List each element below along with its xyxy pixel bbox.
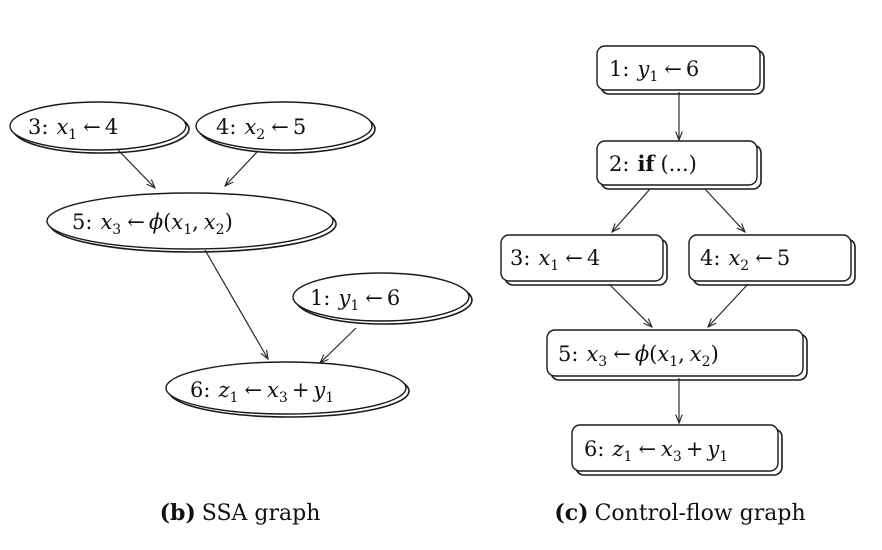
- ssa-node-5: 5:x3←ϕ(x1,x2): [46, 192, 337, 253]
- ssa-node-3: 3:x1←4: [9, 101, 190, 154]
- cfg-node-4-label: 4:x2←5: [700, 246, 790, 274]
- cfg-edge-2-to-3: [612, 188, 651, 232]
- ssa-edge-1-to-6: [320, 327, 357, 363]
- cfg-edge-4-to-5: [708, 283, 749, 327]
- ssa-node-4-label: 4:x2←5: [216, 115, 306, 143]
- ssa-edge-4-to-5: [225, 151, 258, 186]
- cfg-node-3-label: 3:x1←4: [510, 246, 600, 274]
- ssa-edge-5-to-6: [204, 249, 268, 359]
- ssa-node-1: 1:y1←6: [292, 272, 473, 325]
- cfg-node-3: 3:x1←4: [500, 234, 668, 286]
- ssa-node-6-label: 6:z1←x3+y1: [190, 378, 334, 406]
- cfg-node-2-label: 2:if(...): [609, 151, 697, 176]
- cfg-node-4: 4:x2←5: [688, 234, 856, 286]
- cfg-node-6-label: 6:z1←x3+y1: [584, 437, 728, 465]
- cfg-edge-3-to-5: [608, 283, 652, 327]
- ssa-node-6: 6:z1←x3+y1: [165, 361, 410, 418]
- ssa-node-1-label: 1:y1←6: [310, 286, 400, 314]
- cfg-node-6: 6:z1←x3+y1: [571, 424, 783, 476]
- cfg-node-1: 1:y1←6: [596, 45, 765, 95]
- ssa-graph-caption: (b)SSA graph: [160, 500, 321, 526]
- ssa-edge-3-to-5: [116, 148, 155, 188]
- cfg-node-2: 2:if(...): [596, 140, 762, 190]
- ssa-node-3-label: 3:x1←4: [28, 115, 118, 143]
- cfg-node-5: 5:x3←ϕ(x1,x2): [546, 329, 808, 381]
- cfg-caption: (c)Control-flow graph: [554, 500, 805, 526]
- control-flow-graph: 1:y1←6 2:if(...) 3:x1←4 4:x2←5 5:x3←ϕ(x1…: [500, 45, 856, 526]
- ssa-node-5-label: 5:x3←ϕ(x1,x2): [72, 210, 233, 238]
- cfg-node-5-label: 5:x3←ϕ(x1,x2): [558, 342, 719, 370]
- cfg-node-1-label: 1:y1←6: [609, 57, 699, 85]
- cfg-edge-2-to-4: [704, 188, 745, 232]
- ssa-graph: 3:x1←4 4:x2←5 5:x3←ϕ(x1,x2) 1:y1←6 6:z1←…: [9, 101, 473, 526]
- ssa-node-4: 4:x2←5: [195, 101, 376, 154]
